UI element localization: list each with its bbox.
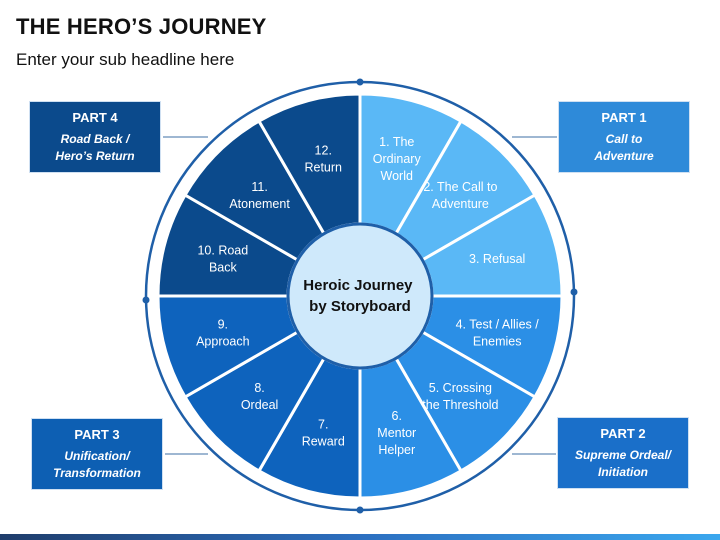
stage-label-10-line-2: Back bbox=[209, 261, 238, 275]
stage-wedge-12[interactable]: 12. Return bbox=[256, 92, 362, 236]
stage-label-9-line-1: 9. bbox=[218, 317, 228, 331]
stage-label-8: 8. Ordeal bbox=[241, 381, 279, 412]
stage-label-12: 12. Return bbox=[304, 143, 342, 174]
part-3-box[interactable]: PART 3 Unification/ Transformation bbox=[31, 418, 163, 490]
stage-label-4: 4. Test / Allies / Enemies bbox=[456, 317, 540, 348]
stage-label-7-line-2: Reward bbox=[302, 435, 345, 449]
part-4-box[interactable]: PART 4 Road Back / Hero’s Return bbox=[29, 101, 161, 173]
part-1-title: PART 1 bbox=[601, 110, 647, 125]
part-1-box[interactable]: PART 1 Call to Adventure bbox=[558, 101, 690, 173]
stage-label-3: 3. Refusal bbox=[469, 252, 525, 266]
part-2-title: PART 2 bbox=[600, 426, 646, 441]
ring-dot-4 bbox=[142, 296, 150, 304]
stage-label-4-line-1: 4. Test / Allies / bbox=[456, 317, 540, 331]
part-4-description: Road Back / Hero’s Return bbox=[55, 132, 135, 163]
page-subtitle: Enter your sub headline here bbox=[16, 50, 235, 69]
page-title: THE HERO’S JOURNEY bbox=[16, 14, 267, 39]
stage-label-5-line-2: the Threshold bbox=[422, 398, 498, 412]
stage-label-2: 2. The Call to Adventure bbox=[423, 180, 497, 211]
center-label-line-1: Heroic Journey bbox=[303, 277, 413, 294]
stage-label-7-line-1: 7. bbox=[318, 418, 328, 432]
stage-label-12-line-1: 12. bbox=[315, 143, 332, 157]
part-2-box[interactable]: PART 2 Supreme Ordeal/ Initiation bbox=[557, 417, 689, 489]
center-label: Heroic Journey by Storyboard bbox=[303, 277, 416, 315]
stage-label-11-line-1: 11. bbox=[251, 180, 267, 194]
ring-dots bbox=[142, 78, 578, 514]
stage-label-4-line-2: Enemies bbox=[473, 334, 522, 348]
stage-label-2-line-1: 2. The Call to bbox=[423, 180, 497, 194]
stage-label-11: 11. Atonement bbox=[229, 180, 290, 211]
ring-dot-1 bbox=[356, 78, 364, 86]
stage-wedge-4[interactable]: 4. Test / Allies / Enemies bbox=[420, 294, 564, 400]
center-circle bbox=[286, 222, 434, 370]
center-label-line-2: by Storyboard bbox=[309, 298, 411, 315]
bottom-accent-bar bbox=[0, 534, 720, 540]
stage-label-5-line-1: 5. Crossing bbox=[429, 381, 492, 395]
ring-dot-3 bbox=[356, 506, 364, 514]
stage-label-1-line-1: 1. The bbox=[379, 135, 414, 149]
connector-lines bbox=[163, 136, 557, 455]
stage-label-3-line-1: 3. Refusal bbox=[469, 252, 525, 266]
part-1-description: Call to Adventure bbox=[594, 132, 654, 163]
stage-label-8-line-2: Ordeal bbox=[241, 398, 279, 412]
stage-label-5: 5. Crossing the Threshold bbox=[422, 381, 498, 412]
stage-label-9: 9. Approach bbox=[196, 317, 250, 348]
stage-label-6-line-1: 6. bbox=[392, 409, 402, 423]
stage-label-12-line-2: Return bbox=[304, 160, 342, 174]
stage-label-9-line-2: Approach bbox=[196, 334, 250, 348]
stage-label-2-line-2: Adventure bbox=[432, 197, 489, 211]
stage-label-6-line-2: Mentor bbox=[377, 426, 416, 440]
part-3-title: PART 3 bbox=[74, 427, 120, 442]
part-2-description: Supreme Ordeal/ Initiation bbox=[574, 448, 672, 479]
stage-label-1-line-2: Ordinary bbox=[373, 152, 422, 166]
part-4-title: PART 4 bbox=[72, 110, 118, 125]
part-3-description: Unification/ Transformation bbox=[53, 449, 141, 480]
ring-dot-2 bbox=[570, 288, 578, 296]
stage-wedge-2[interactable]: 2. The Call to Adventure bbox=[393, 119, 537, 263]
stage-label-8-line-1: 8. bbox=[254, 381, 264, 395]
stage-label-10-line-1: 10. Road bbox=[197, 244, 248, 258]
stage-label-7: 7. Reward bbox=[302, 418, 345, 449]
stage-label-11-line-2: Atonement bbox=[229, 197, 290, 211]
stage-label-6-line-3: Helper bbox=[378, 443, 415, 457]
stage-label-1-line-3: World bbox=[381, 169, 413, 183]
